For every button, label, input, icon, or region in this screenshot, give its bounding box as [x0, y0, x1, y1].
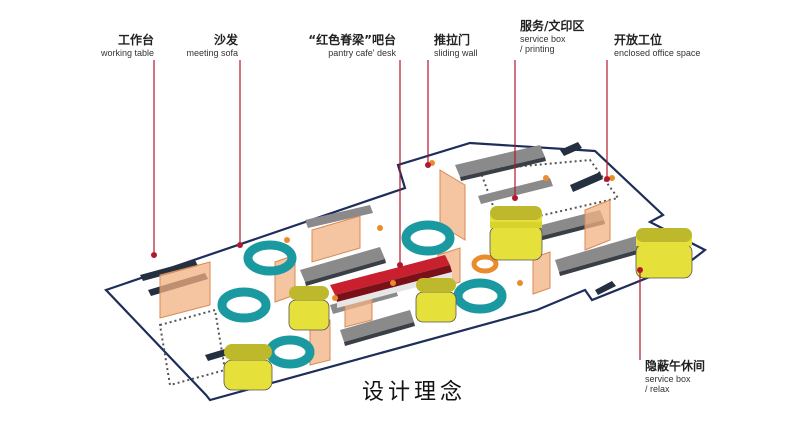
- label-zh: 开放工位: [614, 33, 663, 47]
- label-en: pantry cafe' desk: [328, 47, 396, 58]
- label-en: sliding wall: [434, 47, 478, 58]
- dotted-zone-sofa: [158, 308, 227, 387]
- label-en: working table: [100, 47, 154, 58]
- label-en-2: / printing: [520, 44, 555, 55]
- callout-meeting-sofa: 沙发 meeting sofa: [186, 33, 238, 58]
- service-box-sofa: [223, 344, 273, 391]
- service-box-relax: [635, 228, 693, 279]
- callout-service-printing: 服务/文印区 service box / printing: [520, 19, 585, 55]
- leader-lines: [153, 60, 641, 360]
- label-zh: “红色脊梁”吧台: [308, 33, 396, 47]
- label-zh: 服务/文印区: [520, 19, 585, 33]
- service-box-printing: [489, 206, 543, 261]
- label-en-1: service box: [520, 33, 566, 44]
- label-en-1: service box: [645, 373, 691, 384]
- leader-dots: [151, 162, 643, 273]
- orange-ring: [471, 254, 499, 274]
- callout-pantry-desk: “红色脊梁”吧台 pantry cafe' desk: [308, 33, 396, 58]
- callout-service-relax: 隐蔽午休间 service box / relax: [645, 359, 706, 395]
- orange-dots: [284, 160, 615, 301]
- label-en: meeting sofa: [186, 47, 238, 58]
- label-en-2: / relax: [645, 384, 670, 395]
- label-zh: 推拉门: [434, 33, 471, 47]
- callout-enclosed-office: 开放工位 enclosed office space: [614, 33, 701, 58]
- diagram-caption: 设计理念: [362, 380, 467, 405]
- label-zh: 沙发: [213, 33, 238, 47]
- label-zh: 工作台: [117, 33, 154, 47]
- service-box-mid: [288, 286, 330, 331]
- grey-table-shadows: [305, 157, 645, 346]
- service-box-center: [415, 278, 457, 323]
- callout-sliding-wall: 推拉门 sliding wall: [434, 33, 478, 58]
- label-zh: 隐蔽午休间: [645, 359, 706, 373]
- label-en: enclosed office space: [614, 47, 701, 58]
- callout-working-table: 工作台 working table: [100, 33, 154, 58]
